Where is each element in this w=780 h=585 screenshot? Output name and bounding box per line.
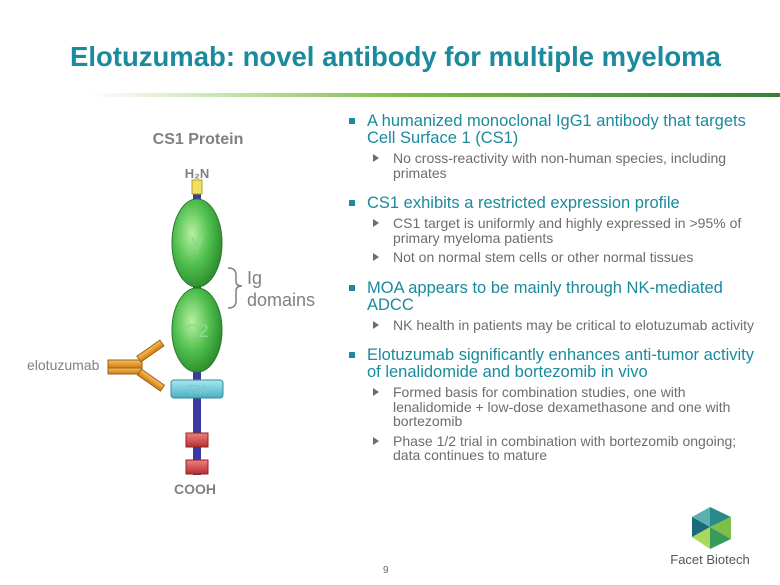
bullet-sub: Not on normal stem cells or other normal… [345, 250, 765, 265]
bullet-group: MOA appears to be mainly through NK-medi… [345, 279, 765, 333]
bullet-main: MOA appears to be mainly through NK-medi… [345, 279, 765, 314]
c2-domain-label: C2 [185, 321, 208, 341]
logo-text: Facet Biotech [670, 552, 750, 567]
protein-label: CS1 Protein [153, 131, 244, 148]
tm-domain [170, 379, 224, 399]
title-divider [88, 93, 780, 97]
bullet-sub: No cross-reactivity with non-human speci… [345, 151, 765, 180]
page-number: 9 [383, 565, 389, 576]
v-domain [171, 198, 223, 288]
bullet-group: A humanized monoclonal IgG1 antibody tha… [345, 113, 765, 180]
bullet-sub: Phase 1/2 trial in combination with bort… [345, 433, 765, 463]
n-terminus-tag [191, 179, 203, 195]
ig-label: Ig [247, 268, 262, 288]
cytoplasmic-segment-2 [185, 459, 209, 475]
antibody-label: elotuzumab [27, 357, 100, 373]
bullet-main: A humanized monoclonal IgG1 antibody tha… [345, 113, 765, 147]
tm-label: TM [188, 382, 207, 397]
bullet-main: Elotuzumab significantly enhances anti-t… [345, 347, 765, 381]
bullet-sub: CS1 target is uniformly and highly expre… [345, 216, 765, 245]
cytoplasmic-segment-1 [185, 432, 209, 448]
elotuzumab-antibody-icon [107, 339, 166, 392]
bullet-sub: NK health in patients may be critical to… [345, 317, 765, 333]
n-terminus-label: H₂N [185, 166, 210, 181]
c-terminus-label: COOH [174, 481, 216, 497]
bullet-sub: Formed basis for combination studies, on… [345, 385, 765, 429]
c2-domain [171, 287, 223, 373]
bullet-group: CS1 exhibits a restricted expression pro… [345, 195, 765, 265]
bullet-list: A humanized monoclonal IgG1 antibody tha… [345, 113, 765, 478]
v-domain-label: V [191, 234, 203, 254]
slide-title: Elotuzumab: novel antibody for multiple … [70, 41, 721, 72]
ig-domains-brace [227, 267, 243, 309]
cs1-protein-diagram: CS1 Protein H₂N V C2 TM COOH Ig domains … [27, 131, 315, 497]
facet-logo-icon [692, 507, 731, 549]
facet-biotech-logo: Facet Biotech [655, 505, 765, 575]
domains-label: domains [247, 290, 315, 310]
bullet-group: Elotuzumab significantly enhances anti-t… [345, 347, 765, 463]
bullet-main: CS1 exhibits a restricted expression pro… [345, 195, 765, 212]
